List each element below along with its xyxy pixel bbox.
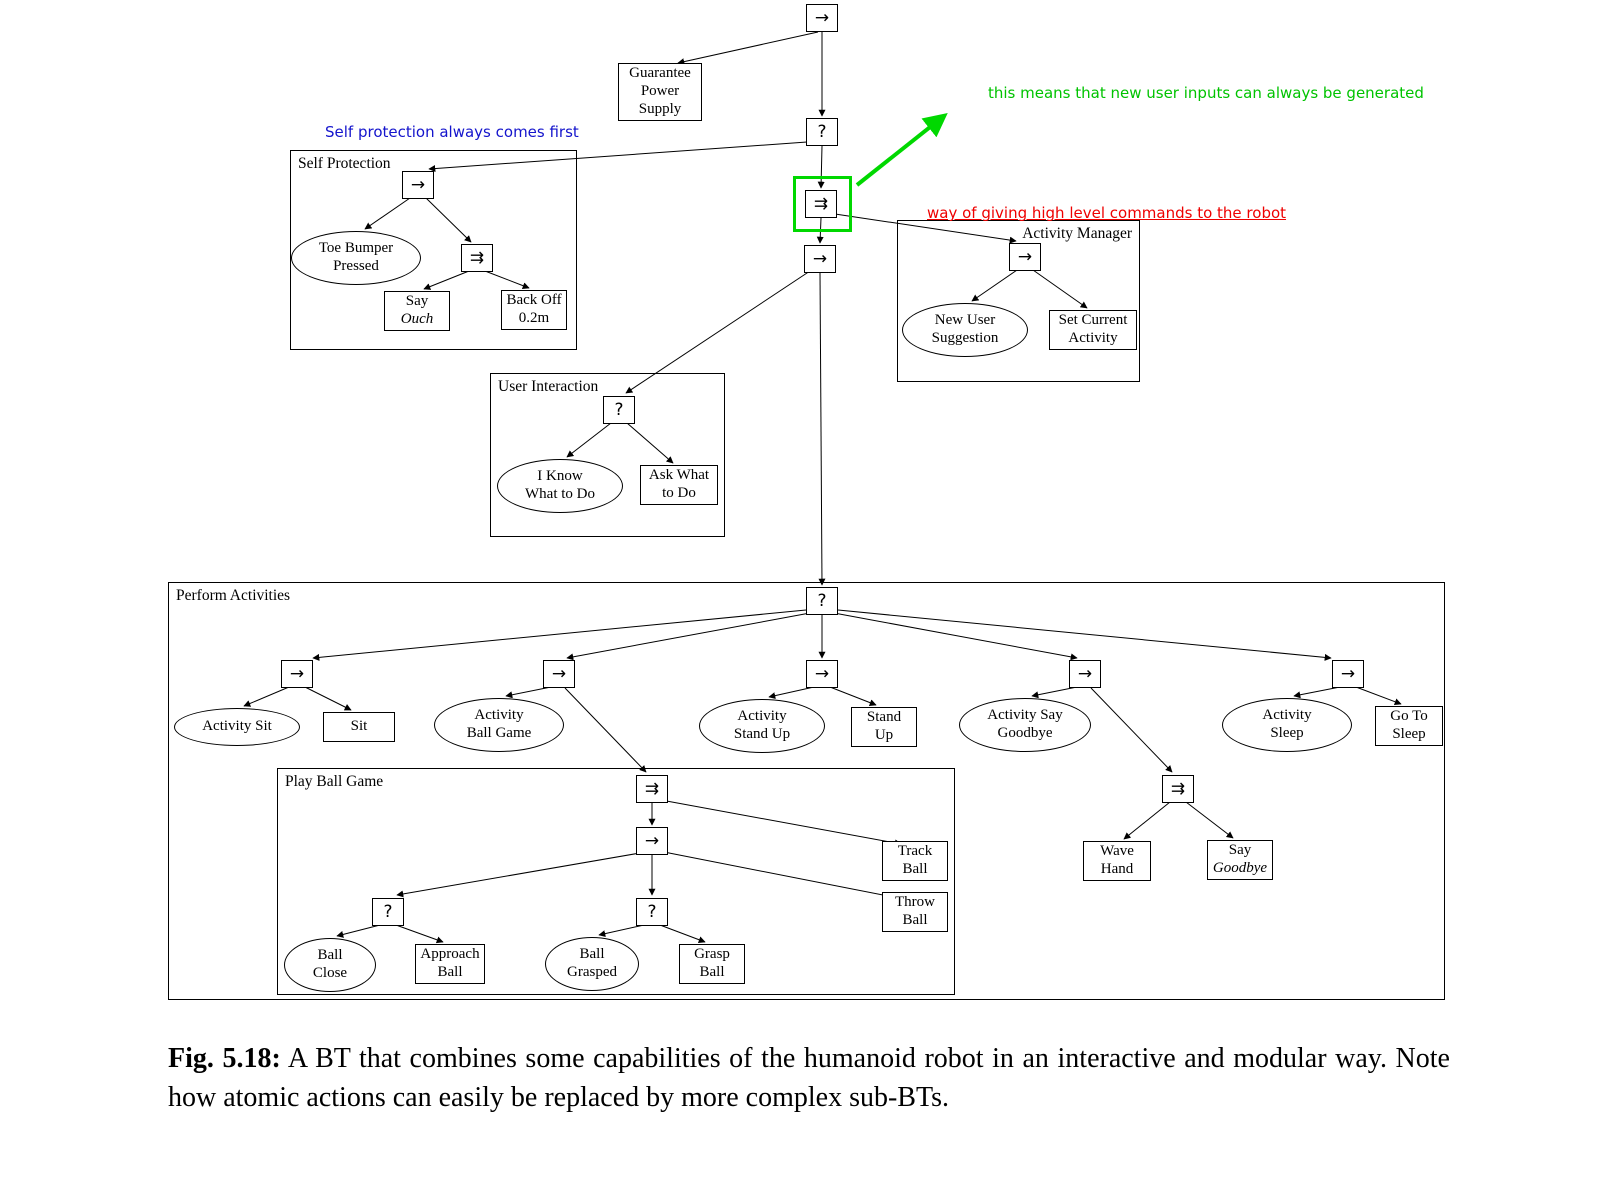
control-main-parallel: ⇉ (805, 190, 837, 218)
condition-new-user-suggestion: New User Suggestion (902, 303, 1028, 357)
action-say-goodbye: Say Goodbye (1207, 840, 1273, 880)
control-perform-activities-fallback: ? (806, 587, 838, 615)
condition-activity-sit: Activity Sit (174, 708, 300, 746)
control-approach-fallback: ? (372, 898, 404, 926)
action-say-ouch-line2: Ouch (400, 311, 434, 327)
group-activity-manager: Activity Manager (897, 220, 1140, 382)
condition-i-know-what-to-do: I Know What to Do (497, 459, 623, 513)
control-grasp-fallback: ? (636, 898, 668, 926)
control-sleep-sequence: → (1332, 660, 1364, 688)
control-main-sequence: → (804, 245, 836, 273)
figure-caption-label: Fig. 5.18: (168, 1043, 281, 1074)
condition-ball-grasped: Ball Grasped (545, 937, 639, 991)
group-label-self-protection: Self Protection (298, 155, 391, 172)
action-approach-ball: Approach Ball (415, 944, 485, 984)
control-say-goodbye-sequence: → (1069, 660, 1101, 688)
annotation-new-user-inputs: this means that new user inputs can alwa… (988, 84, 1424, 102)
action-say-goodbye-line1: Say (1228, 842, 1252, 859)
control-ball-game-sequence: → (543, 660, 575, 688)
green-highlight-box (793, 176, 852, 232)
group-label-activity-manager: Activity Manager (1022, 225, 1132, 242)
annotation-high-level-commands: way of giving high level commands to the… (927, 204, 1287, 222)
figure-caption-text: A BT that combines some capabilities of … (168, 1043, 1450, 1113)
green-annotation-arrow (855, 113, 948, 187)
action-back-off-line1: Back Off (506, 292, 562, 309)
group-perform-activities: Perform Activities (168, 582, 1445, 1000)
action-back-off-line2: 0.2m (518, 310, 550, 326)
control-ball-game-parallel: ⇉ (636, 775, 668, 803)
condition-activity-say-goodbye: Activity Say Goodbye (959, 698, 1091, 752)
tree-edges (243, 31, 1402, 944)
condition-activity-stand-up: Activity Stand Up (699, 699, 825, 753)
action-set-current-activity: Set Current Activity (1049, 310, 1137, 350)
condition-ball-close: Ball Close (284, 938, 376, 992)
control-self-protection-parallel: ⇉ (461, 244, 493, 272)
action-grasp-ball: Grasp Ball (679, 944, 745, 984)
control-activity-manager-sequence: → (1009, 243, 1041, 271)
action-sit: Sit (323, 712, 395, 742)
figure-caption: Fig. 5.18: A BT that combines some capab… (168, 1040, 1450, 1117)
group-play-ball-game: Play Ball Game (277, 768, 955, 995)
action-track-ball: Track Ball (882, 841, 948, 881)
action-back-off: Back Off 0.2m (501, 290, 567, 330)
group-user-interaction: User Interaction (490, 373, 725, 537)
action-wave-hand: Wave Hand (1083, 841, 1151, 881)
control-goodbye-parallel: ⇉ (1162, 775, 1194, 803)
control-ball-game-inner-sequence: → (636, 827, 668, 855)
action-throw-ball: Throw Ball (882, 892, 948, 932)
control-self-protection-sequence: → (402, 171, 434, 199)
control-root-fallback: ? (806, 118, 838, 146)
group-label-user-interaction: User Interaction (498, 378, 599, 395)
group-label-perform-activities: Perform Activities (176, 587, 291, 604)
action-ask-what-to-do: Ask What to Do (640, 465, 718, 505)
annotation-self-protection: Self protection always comes first (325, 123, 579, 141)
condition-activity-sleep: Activity Sleep (1222, 698, 1352, 752)
control-user-interaction-fallback: ? (603, 396, 635, 424)
condition-activity-ball-game: Activity Ball Game (434, 698, 564, 752)
condition-toe-bumper-pressed: Toe Bumper Pressed (291, 231, 421, 285)
control-sit-sequence: → (281, 660, 313, 688)
action-say-goodbye-line2: Goodbye (1212, 860, 1268, 876)
control-root-sequence: → (806, 4, 838, 32)
group-self-protection: Self Protection (290, 150, 577, 350)
action-say-ouch: Say Ouch (384, 291, 450, 331)
action-guarantee-power-supply: Guarantee Power Supply (618, 63, 702, 121)
action-stand-up: Stand Up (851, 707, 917, 747)
group-label-play-ball-game: Play Ball Game (285, 773, 384, 790)
action-say-ouch-line1: Say (405, 293, 429, 310)
action-go-to-sleep: Go To Sleep (1375, 706, 1443, 746)
control-stand-up-sequence: → (806, 660, 838, 688)
